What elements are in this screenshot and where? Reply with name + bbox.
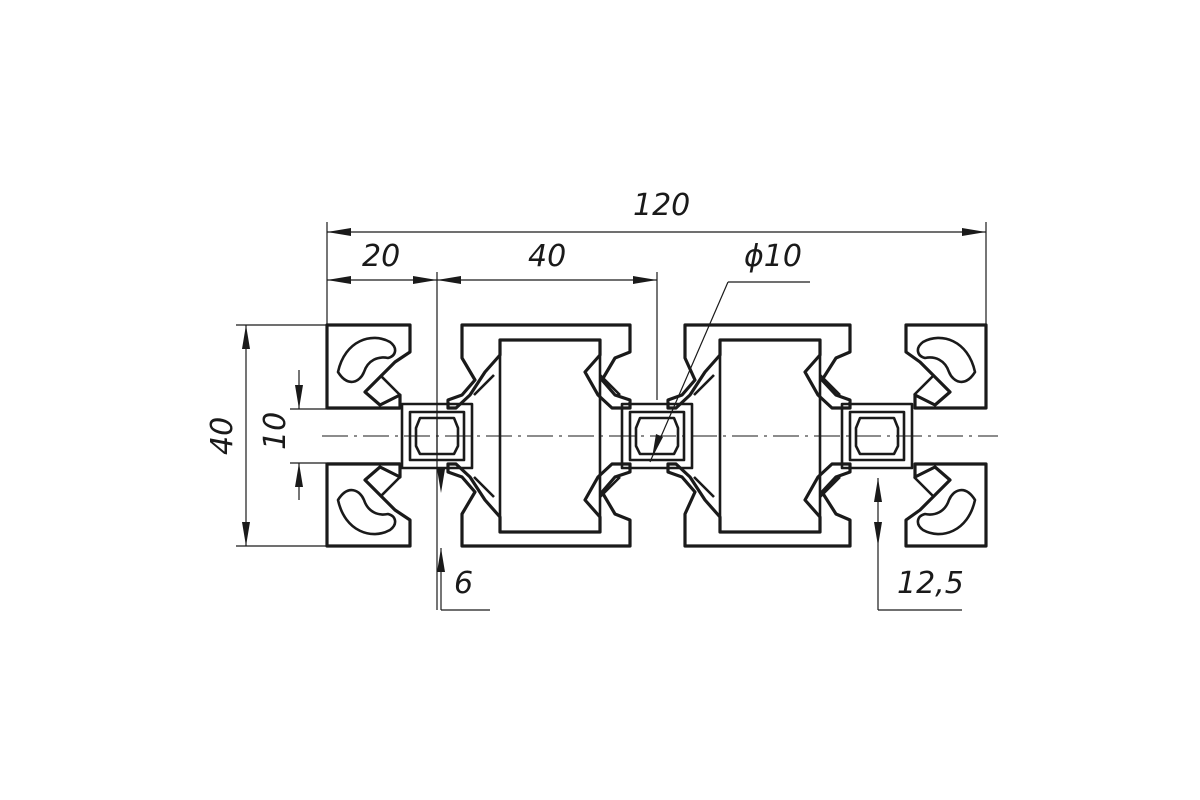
node-core-3	[840, 402, 914, 470]
label-120: 120	[633, 188, 690, 223]
dim-6	[437, 469, 490, 611]
corner-cavities	[336, 336, 977, 536]
label-40-vertical: 40	[205, 417, 240, 455]
label-12-5: 12,5	[897, 566, 964, 601]
label-20: 20	[362, 239, 400, 274]
label-40-horizontal: 40	[528, 239, 566, 274]
node-core-1	[400, 402, 474, 470]
dim-40-horizontal	[437, 276, 657, 284]
node-core-2	[620, 402, 694, 470]
dim-40-vertical	[242, 325, 250, 546]
label-phi10: ϕ10	[744, 239, 802, 274]
dim-120	[327, 228, 986, 236]
dim-phi10-leader	[649, 281, 810, 463]
webs	[379, 374, 935, 498]
label-6: 6	[454, 566, 473, 601]
dim-12-5	[874, 478, 962, 611]
dim-20	[327, 276, 437, 284]
main-cavities	[498, 338, 822, 534]
dim-10-vertical	[295, 370, 303, 500]
label-10-vertical: 10	[258, 412, 293, 450]
